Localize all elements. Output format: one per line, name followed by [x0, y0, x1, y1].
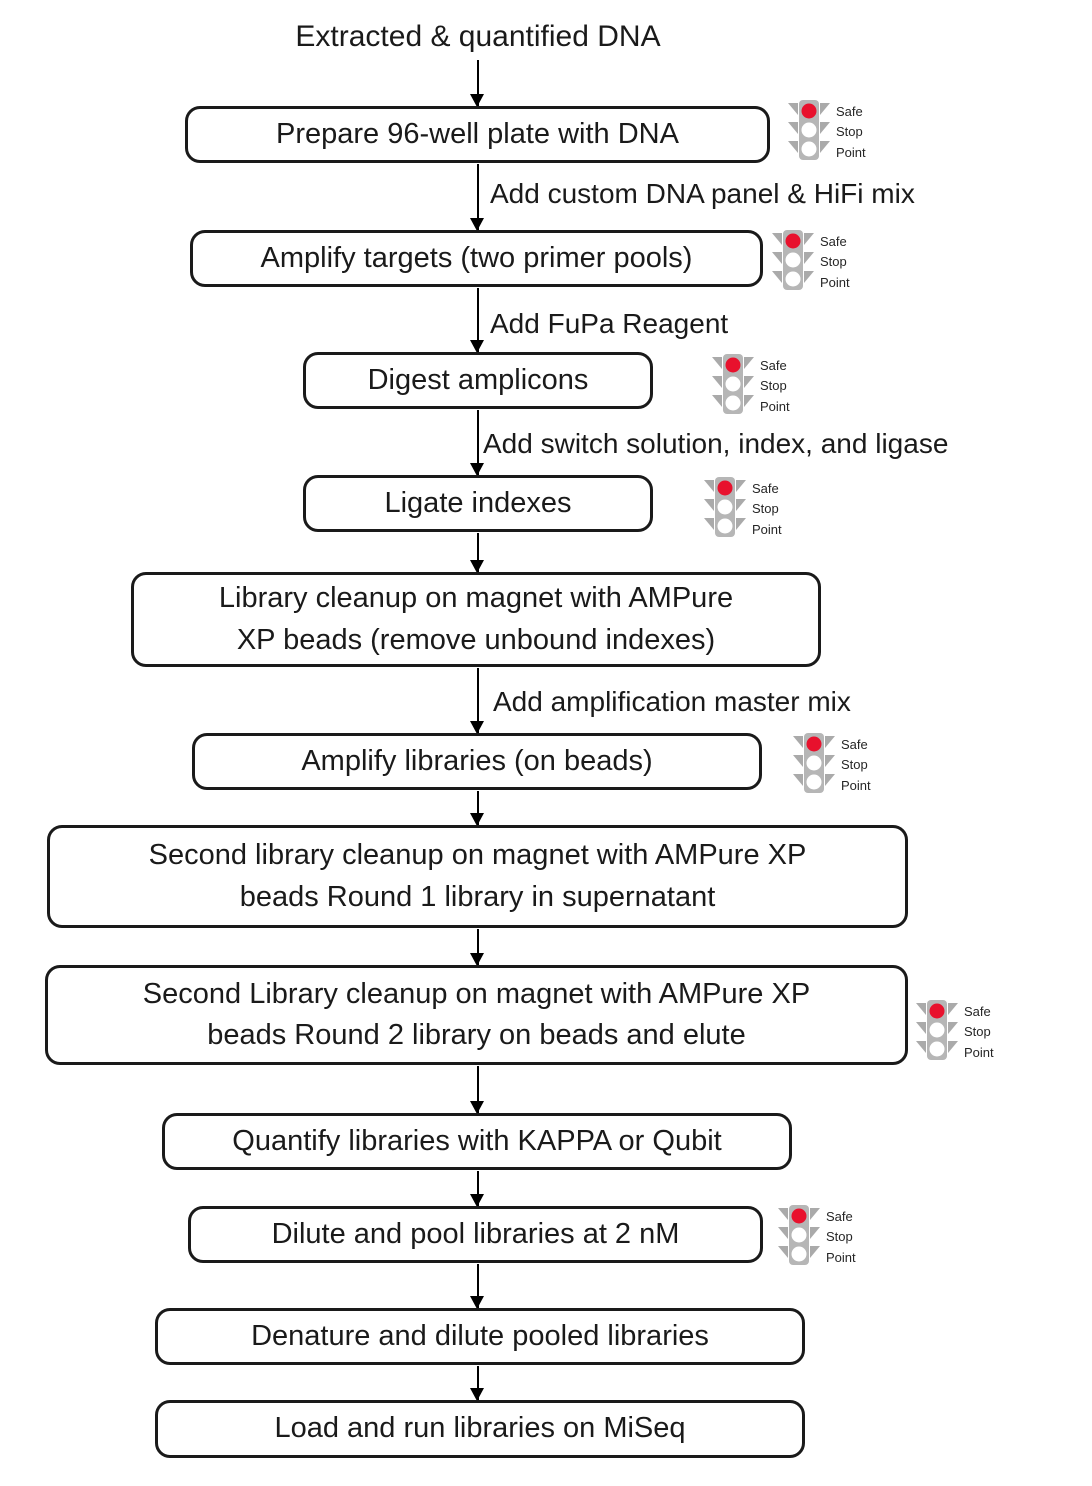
flow-arrow-2: [470, 164, 484, 231]
edge-label-add-master-mix: Add amplification master mix: [493, 686, 851, 717]
node-second-cleanup-round1: Second library cleanup on magnet with AM…: [47, 825, 908, 928]
traffic-light-icon: [916, 1000, 958, 1065]
node-second-cleanup-round2: Second Library cleanup on magnet with AM…: [45, 965, 908, 1065]
safe-stop-point-indicator: Safe Stop Point: [712, 354, 790, 419]
safe-stop-point-indicator: Safe Stop Point: [772, 230, 850, 295]
safe-stop-point-indicator: Safe Stop Point: [788, 100, 866, 165]
traffic-light-icon: [704, 477, 746, 542]
flow-arrow-7: [470, 791, 484, 826]
edge-label-add-switch: Add switch solution, index, and ligase: [483, 428, 949, 459]
safe-stop-point-indicator: Safe Stop Point: [916, 1000, 994, 1065]
flow-arrow-6: [470, 668, 484, 734]
safe-stop-text: Safe Stop Point: [964, 1004, 994, 1060]
node-prepare-plate: Prepare 96-well plate with DNA: [185, 106, 770, 163]
safe-stop-text: Safe Stop Point: [841, 737, 871, 793]
node-ligate-indexes: Ligate indexes: [303, 475, 653, 532]
safe-stop-text: Safe Stop Point: [820, 234, 850, 290]
edge-label-add-fupa: Add FuPa Reagent: [490, 308, 729, 339]
edge-label-add-panel: Add custom DNA panel & HiFi mix: [490, 178, 915, 209]
node-dilute-pool-libraries: Dilute and pool libraries at 2 nM: [188, 1206, 763, 1263]
node-denature-dilute: Denature and dilute pooled libraries: [155, 1308, 805, 1365]
traffic-light-icon: [772, 230, 814, 295]
traffic-light-icon: [793, 733, 835, 798]
node-quantify-libraries: Quantify libraries with KAPPA or Qubit: [162, 1113, 792, 1170]
node-amplify-targets: Amplify targets (two primer pools): [190, 230, 763, 287]
flow-arrow-11: [470, 1264, 484, 1309]
flow-arrow-4: [470, 410, 484, 476]
flow-arrow-3: [470, 288, 484, 353]
safe-stop-text: Safe Stop Point: [826, 1209, 856, 1265]
flowchart-start-label: Extracted & quantified DNA: [295, 20, 661, 53]
safe-stop-text: Safe Stop Point: [760, 358, 790, 414]
flow-arrow-1: [470, 60, 484, 107]
node-load-run-miseq: Load and run libraries on MiSeq: [155, 1400, 805, 1458]
flow-arrow-8: [470, 929, 484, 966]
safe-stop-point-indicator: Safe Stop Point: [704, 477, 782, 542]
safe-stop-point-indicator: Safe Stop Point: [793, 733, 871, 798]
node-amplify-libraries: Amplify libraries (on beads): [192, 733, 762, 790]
traffic-light-icon: [778, 1205, 820, 1270]
safe-stop-text: Safe Stop Point: [836, 104, 866, 160]
flow-arrow-12: [470, 1366, 484, 1401]
flow-arrow-5: [470, 533, 484, 573]
traffic-light-icon: [788, 100, 830, 165]
node-digest-amplicons: Digest amplicons: [303, 352, 653, 409]
flow-arrow-9: [470, 1066, 484, 1114]
safe-stop-text: Safe Stop Point: [752, 481, 782, 537]
traffic-light-icon: [712, 354, 754, 419]
node-library-cleanup: Library cleanup on magnet with AMPure XP…: [131, 572, 821, 667]
safe-stop-point-indicator: Safe Stop Point: [778, 1205, 856, 1270]
flow-arrow-10: [470, 1171, 484, 1207]
